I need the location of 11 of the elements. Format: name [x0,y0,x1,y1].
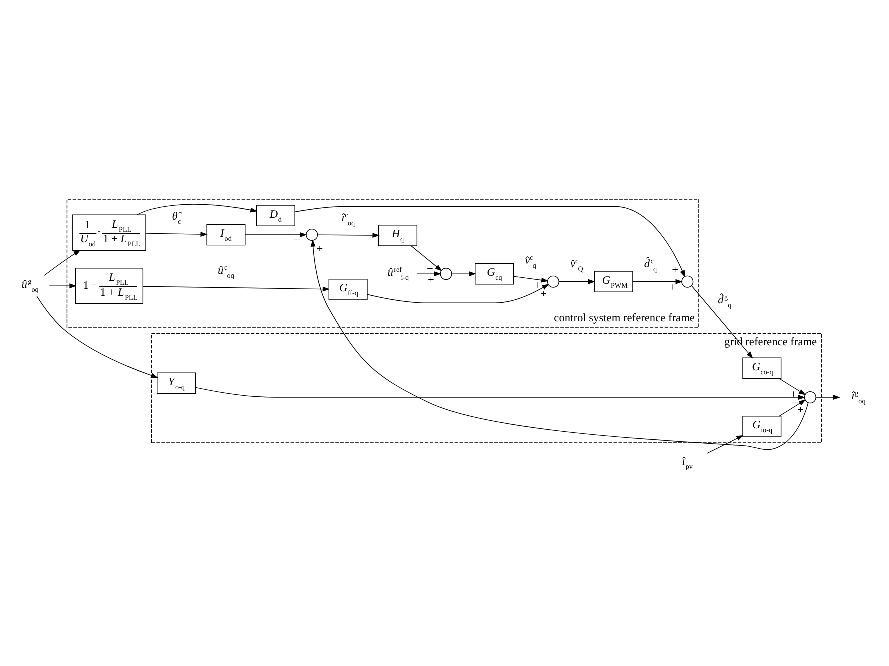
label: − [294,234,300,247]
label: + [672,264,679,276]
label: + [534,280,541,292]
label: + [316,242,324,255]
label: + [428,274,434,286]
label: − [427,263,434,276]
edge-label: θ̂$_{c}$ [172,210,182,226]
label: + [798,404,804,416]
label: + [669,282,676,294]
label: + [540,288,548,300]
node-text: î$_{pv}$ [682,455,693,470]
